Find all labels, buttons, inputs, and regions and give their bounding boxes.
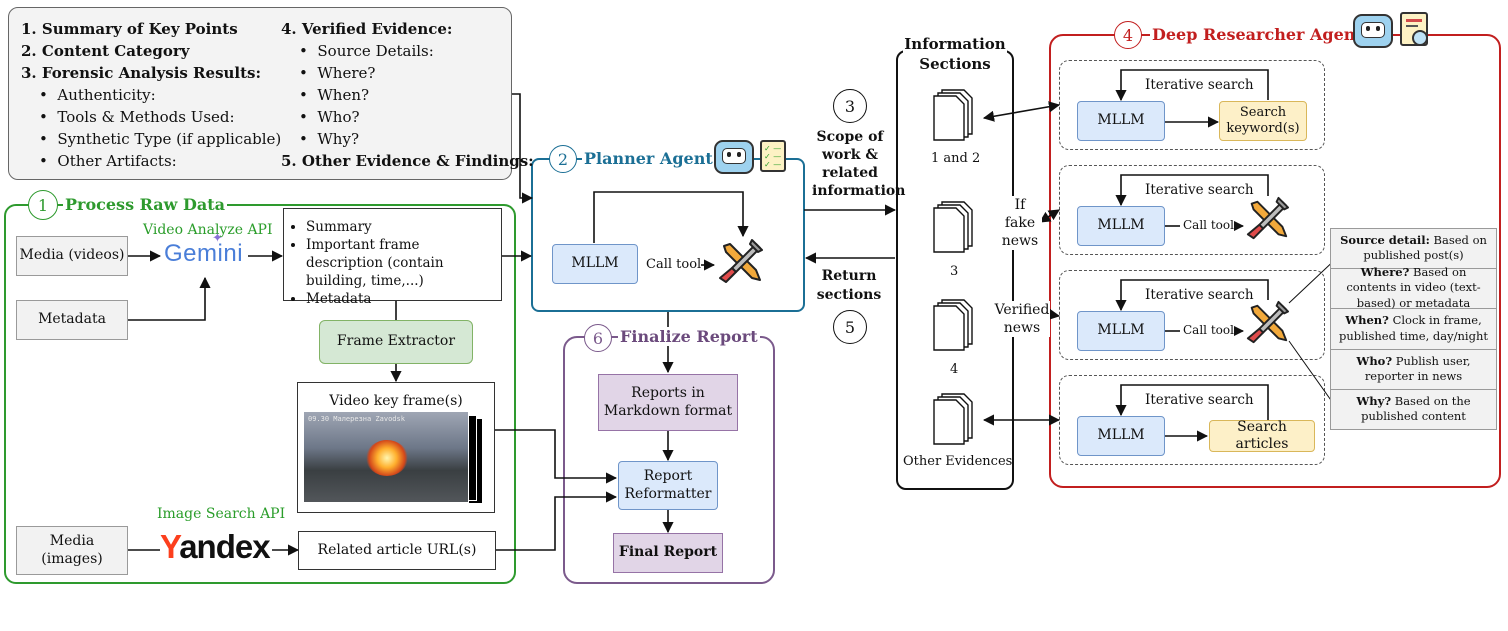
outline-subitem: • Tools & Methods Used: [39, 108, 235, 126]
verified-news-label: Verified news [994, 301, 1050, 337]
outline-item: 3. Forensic Analysis Results: [21, 64, 262, 82]
tools-icon [1244, 300, 1290, 346]
step-5-label: Return sections [816, 268, 882, 303]
gemini-logo: Gemini✦ [164, 230, 244, 267]
video-analyze-api-label: Video Analyze API [143, 222, 273, 238]
report-reformatter-node: Report Reformatter [618, 461, 718, 510]
media-videos-node: Media (videos) [16, 236, 128, 276]
outline-item: 5. Other Evidence & Findings: [281, 152, 534, 170]
markdown-reports-node: Reports in Markdown format [598, 374, 738, 431]
planner-call-tool-label: Call tool [646, 257, 702, 272]
search-articles-node: Search articles [1209, 419, 1315, 452]
tools-icon [1244, 196, 1290, 242]
robot-icon [714, 140, 754, 174]
frame-fire [366, 440, 408, 476]
researcher-call-tool-label: Call tool [1183, 323, 1234, 337]
planner-agent-panel [531, 158, 805, 312]
process-step-number: 1 [28, 190, 58, 220]
process-raw-data-panel [4, 204, 516, 584]
iterative-search-label: Iterative search [1145, 287, 1254, 303]
iterative-search-label: Iterative search [1145, 77, 1254, 93]
legend-when: When? Clock in frame, published time, da… [1331, 309, 1496, 350]
doc-label-3: 3 [950, 264, 959, 279]
evidence-legend-table: Source detail: Based on published post(s… [1330, 228, 1497, 430]
planner-step-number: 2 [549, 145, 577, 173]
key-frames-label: Video key frame(s) [329, 393, 463, 409]
outline-subitem: • Why? [299, 130, 359, 148]
process-title: Process Raw Data [63, 195, 228, 214]
video-frame-image: 09.30 Малерезна Zavodsk [303, 411, 469, 503]
media-images-node: Media (images) [16, 526, 128, 575]
outline-item: 4. Verified Evidence: [281, 20, 453, 38]
researcher-mllm-node: MLLM [1077, 311, 1165, 351]
frame-overlay-text: 09.30 Малерезна Zavodsk [308, 415, 405, 423]
summary-item: Summary [306, 218, 495, 236]
researcher-call-tool-label: Call tool [1183, 218, 1234, 232]
outline-item: 1. Summary of Key Points [21, 20, 238, 38]
report-outline-col2: 4. Verified Evidence: • Source Details: … [281, 18, 534, 172]
checklist-icon: ✓ —✓ —✓ — [760, 140, 786, 172]
legend-source-detail: Source detail: Based on published post(s… [1331, 229, 1496, 269]
step-3-label: Scope of work & related information [812, 129, 906, 199]
frame-extractor-node: Frame Extractor [319, 320, 473, 364]
doc-label-4: 4 [950, 362, 959, 377]
legend-why: Why? Based on the published content [1356, 393, 1471, 424]
video-key-frames-node: Video key frame(s) 09.30 Малерезна Zavod… [297, 382, 495, 513]
information-sections-title: Information Sections [903, 34, 1007, 74]
outline-item: 2. Content Category [21, 42, 190, 60]
finalize-title: Finalize Report [618, 327, 760, 346]
metadata-node: Metadata [16, 300, 128, 340]
summary-item: Metadata [306, 290, 495, 308]
outline-subitem: • When? [299, 86, 370, 104]
iterative-search-label: Iterative search [1145, 182, 1254, 198]
outline-subitem: • Who? [299, 108, 360, 126]
outline-subitem: • Other Artifacts: [39, 152, 177, 170]
search-keywords-node: Search keyword(s) [1219, 101, 1307, 141]
report-outline-box [8, 7, 512, 180]
related-article-urls-node: Related article URL(s) [298, 531, 496, 570]
summary-item: Important frame description (contain bui… [306, 236, 495, 290]
doc-icon [930, 200, 976, 254]
yandex-logo: Yandex [160, 528, 271, 565]
researcher-title: Deep Researcher Agent [1150, 25, 1365, 44]
doc-label-other: Other Evidences [903, 454, 1013, 469]
planner-mllm-node: MLLM [552, 244, 638, 284]
doc-icon [930, 392, 976, 446]
outline-subitem: • Synthetic Type (if applicable) [39, 130, 282, 148]
gemini-sparkle-icon: ✦ [212, 230, 224, 245]
document-search-icon [1400, 12, 1428, 46]
researcher-mllm-node: MLLM [1077, 101, 1165, 141]
step-3-number: 3 [833, 89, 867, 123]
doc-icon [930, 88, 976, 142]
if-fake-news-label: If fake news [998, 196, 1042, 250]
iterative-search-label: Iterative search [1145, 392, 1254, 408]
outline-subitem: • Where? [299, 64, 376, 82]
doc-icon [930, 298, 976, 352]
robot-icon [1353, 14, 1393, 48]
researcher-mllm-node: MLLM [1077, 416, 1165, 456]
report-outline-col1: 1. Summary of Key Points 2. Content Cate… [21, 18, 281, 172]
final-report-node: Final Report [613, 533, 723, 573]
step-5-number: 5 [833, 310, 867, 344]
image-search-api-label: Image Search API [157, 506, 286, 522]
outline-subitem: • Authenticity: [39, 86, 156, 104]
researcher-mllm-node: MLLM [1077, 206, 1165, 246]
outline-subitem: • Source Details: [299, 42, 434, 60]
researcher-step-number: 4 [1114, 21, 1142, 49]
doc-label-1-2: 1 and 2 [931, 151, 981, 166]
finalize-step-number: 6 [584, 324, 612, 352]
tools-icon [716, 238, 764, 286]
legend-who: Who? Publish user, reporter in news [1331, 350, 1496, 390]
legend-where: Where? Based on contents in video (text-… [1331, 265, 1496, 310]
video-summary-node: Summary Important frame description (con… [283, 208, 502, 307]
planner-title: Planner Agent [582, 149, 715, 168]
